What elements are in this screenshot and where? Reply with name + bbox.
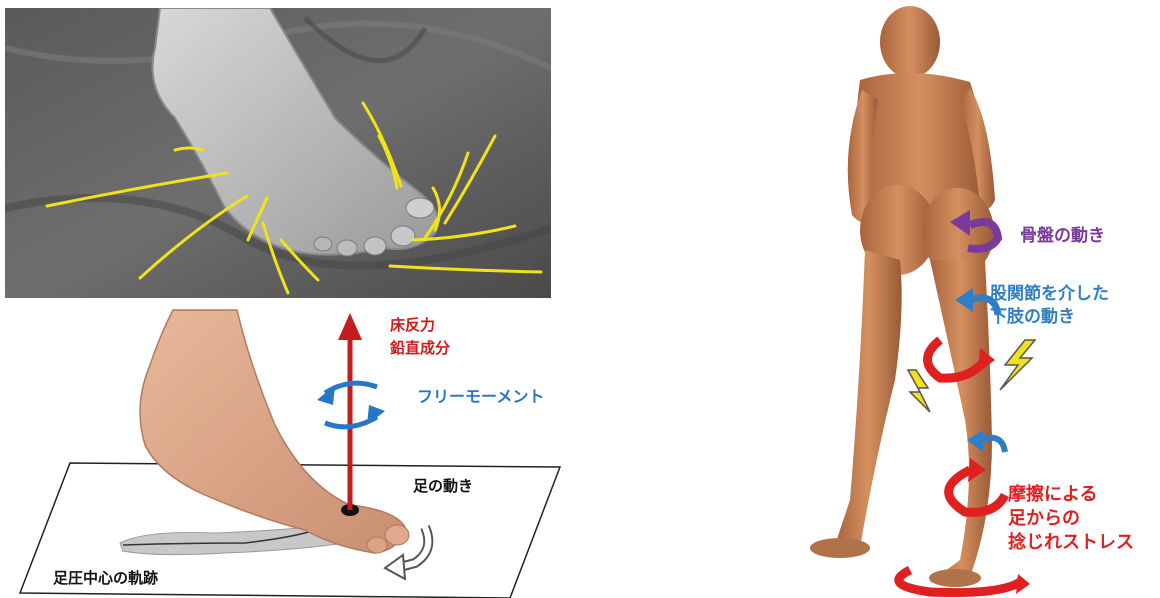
vertical-component-label: 鉛直成分 [390,338,450,359]
stress-lightning-icon-2 [908,370,930,412]
stress-label-line3: 捻じれストレス [1008,531,1134,555]
ground-reaction-label: 床反力 [390,315,435,336]
limb-motion-label-line2: 下肢の動き [990,306,1075,329]
stress-label-line1: 摩擦による [1008,483,1097,507]
foot-on-fabric-photo-icon [5,8,551,298]
foot-force-diagram-graphic [5,305,565,598]
pelvis-motion-label: 骨盤の動き [1020,221,1105,246]
free-moment-label: フリーモーメント [417,383,544,407]
limb-motion-label-line1: 股関節を介した [990,283,1109,306]
stress-label-line2: 足からの [1008,507,1080,531]
stress-lightning-icon [1000,340,1035,390]
cop-trajectory-label: 足圧中心の軌跡 [53,567,158,588]
foot-force-diagram: 床反力 鉛直成分 フリーモーメント 足の動き 足圧中心の軌跡 [5,305,565,598]
foot-motion-label: 足の動き [413,475,473,496]
body-figure-panel: 骨盤の動き 股関節を介した 下肢の動き 摩擦による 足からの 捻じれストレス [780,0,1160,598]
foot-fabric-photo [5,8,551,298]
